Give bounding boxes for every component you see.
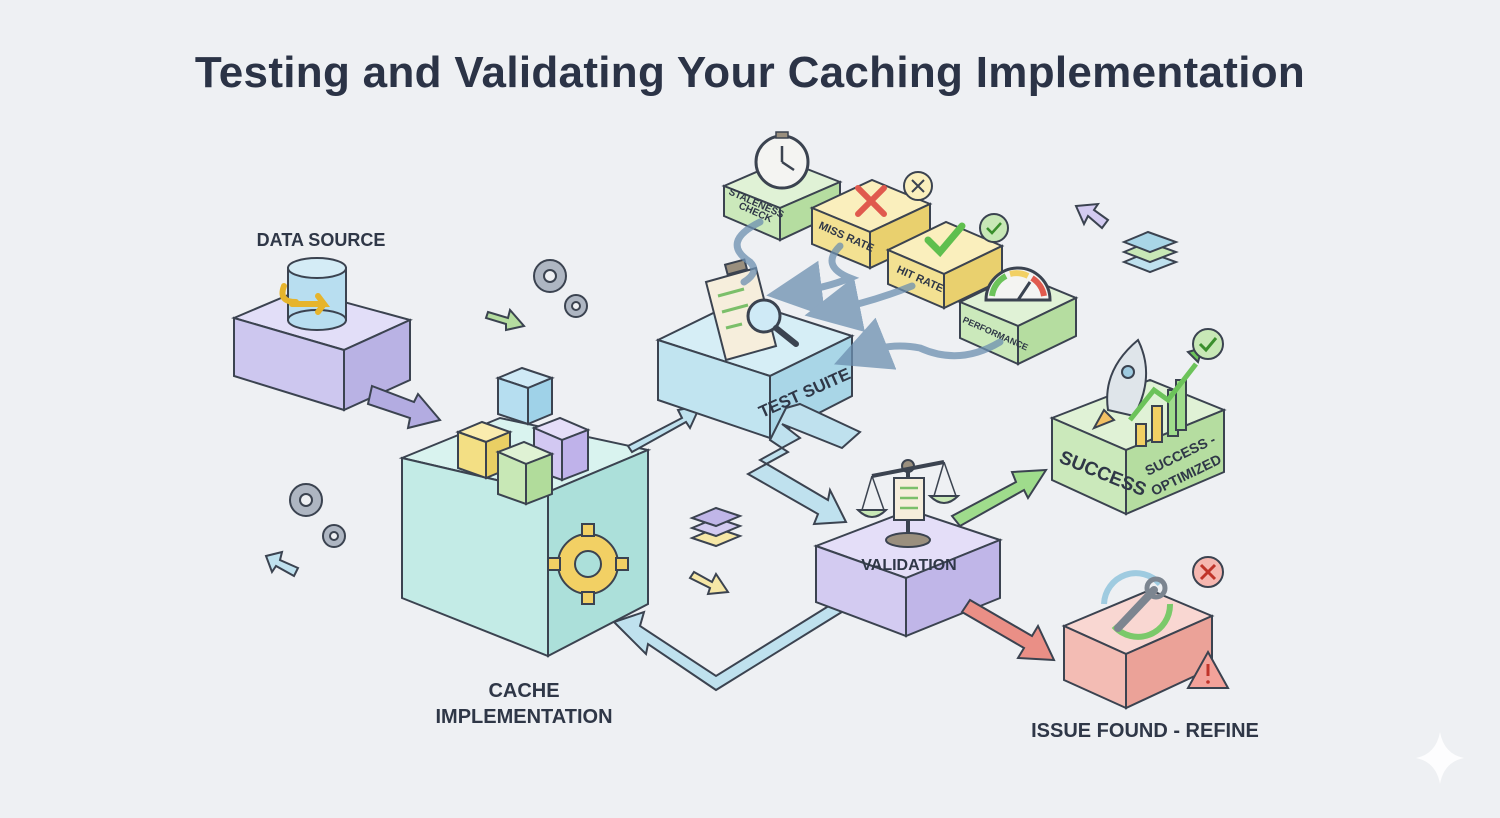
data-source-node [231,257,413,412]
fail-circle-icon [1192,556,1224,588]
tile-connectors [733,218,1004,370]
miss-rate-tile [809,171,933,270]
arrow-validation-to-issue [960,598,1056,662]
cache-cubes-icon [455,366,591,506]
check-circle-icon [979,213,1009,243]
database-icon [279,257,347,331]
diagram-title: Testing and Validating Your Caching Impl… [194,48,1306,97]
small-arrow-icon [1074,202,1110,230]
growth-chart-icon [1128,346,1204,447]
checkmark-icon [924,222,966,258]
staleness-check-tile [721,131,843,242]
validation-node [813,459,1003,638]
clock-icon [754,131,810,190]
x-circle-icon [903,171,933,201]
arrow-cache-to-test-suite [626,404,702,454]
arrow-validation-to-cache [612,592,860,692]
gear-cluster-left-icon [289,483,346,548]
data-source-label: DATA SOURCE [256,230,386,250]
success-node [1049,338,1227,516]
x-mark-icon [855,185,887,217]
small-arrow-icon [484,307,526,332]
issue-node [1061,570,1230,710]
clipboard-icon [704,258,778,362]
hit-rate-tile [885,213,1009,310]
issue-found-label: ISSUE FOUND - REFINE [1031,720,1259,742]
cache-implementation-node [398,366,652,658]
warning-icon [1186,649,1230,689]
small-arrow-icon [688,570,730,596]
cache-implementation-label-2: IMPLEMENTATION [435,706,613,728]
validation-label: VALIDATION [861,557,957,574]
refresh-wrench-icon [1101,570,1174,640]
balance-scale-icon [855,459,961,548]
arrow-validation-to-success [950,468,1048,528]
small-arrow-icon [264,550,300,578]
gear-icon [547,523,629,605]
arrow-test-suite-to-validation [745,402,862,526]
cache-implementation-label-1: CACHE [488,680,560,702]
data-stack-icon [1121,230,1179,274]
performance-tile [957,266,1079,366]
rocket-icon [1091,338,1147,430]
gauge-icon [984,266,1052,302]
gear-cluster-icon [533,259,588,318]
test-suite-node [655,258,855,440]
data-stack-icon [689,506,743,548]
arrow-source-to-cache [366,384,442,430]
sparkle-icon [1416,732,1464,784]
success-check-circle-icon [1192,328,1224,360]
